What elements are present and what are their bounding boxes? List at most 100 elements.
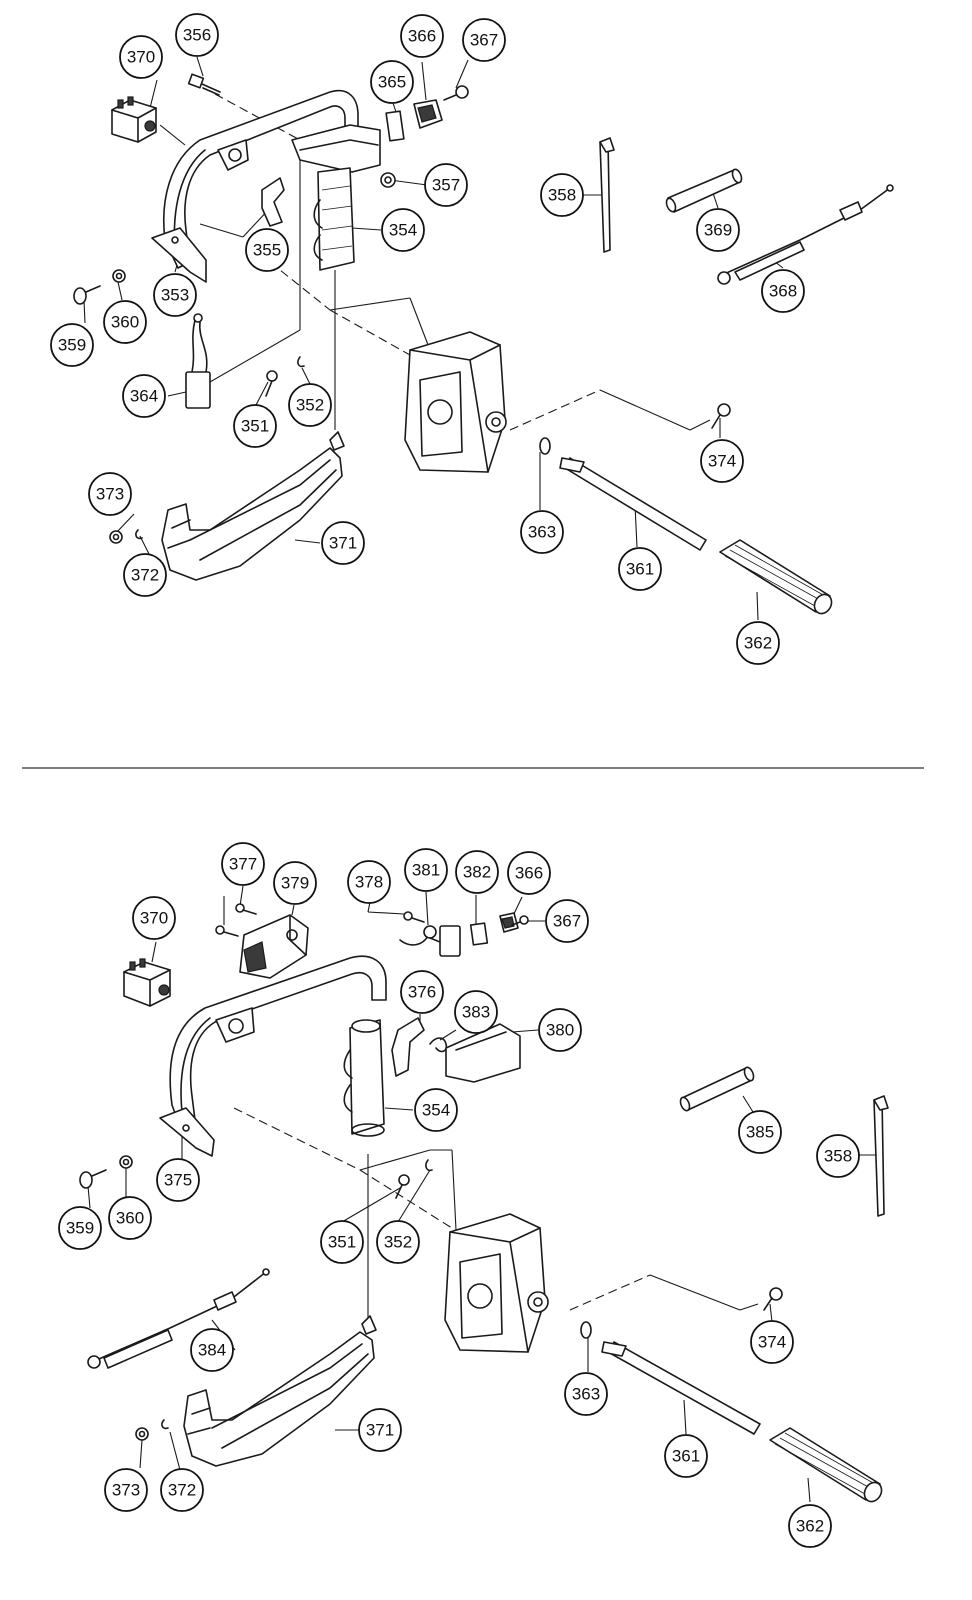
callout-lower-359: 359 xyxy=(58,1206,102,1250)
callout-circle xyxy=(761,269,805,313)
callout-number: 351 xyxy=(241,417,269,436)
callout-lower-373: 373 xyxy=(104,1468,148,1512)
callout-upper-366: 366 xyxy=(400,14,444,58)
callout-circle xyxy=(321,521,365,565)
callout-circle xyxy=(736,621,780,665)
callout-lower-383: 383 xyxy=(454,990,498,1034)
part-block-366-lower xyxy=(499,912,519,933)
part-bolt-374-lower xyxy=(763,1287,783,1311)
callout-upper-357: 357 xyxy=(424,163,468,207)
part-grip-362 xyxy=(719,539,833,615)
part-plate-382 xyxy=(469,922,489,946)
callout-lower-370: 370 xyxy=(132,896,176,940)
callout-number: 370 xyxy=(127,48,155,67)
part-screw-351 xyxy=(265,370,278,397)
part-plate-365 xyxy=(385,110,405,142)
callout-circle xyxy=(738,1110,782,1154)
callout-number: 376 xyxy=(408,983,436,1002)
callout-circle xyxy=(454,990,498,1034)
callout-upper-363: 363 xyxy=(520,510,564,554)
callout-upper-359: 359 xyxy=(50,323,94,367)
callout-upper-355: 355 xyxy=(245,228,289,272)
upper-assembly xyxy=(73,56,894,621)
callout-upper-374: 374 xyxy=(700,439,744,483)
callout-number: 359 xyxy=(66,1219,94,1238)
callout-circle xyxy=(122,374,166,418)
callout-lower-377: 377 xyxy=(221,842,265,886)
callout-number: 359 xyxy=(58,336,86,355)
part-clip-372 xyxy=(135,529,143,540)
part-hand-guard-371-lower xyxy=(183,1315,377,1467)
callout-number: 352 xyxy=(296,396,324,415)
callout-lower-384: 384 xyxy=(190,1328,234,1372)
callout-circle xyxy=(400,970,444,1014)
callout-lower-385: 385 xyxy=(738,1110,782,1154)
callout-number: 374 xyxy=(758,1333,786,1352)
callout-circle xyxy=(750,1320,794,1364)
part-grip-354 xyxy=(313,167,355,271)
callout-upper-352: 352 xyxy=(288,383,332,427)
callout-circle xyxy=(358,1408,402,1452)
callout-circle xyxy=(816,1134,860,1178)
callout-number: 352 xyxy=(384,1233,412,1252)
callout-upper-356: 356 xyxy=(175,13,219,57)
callout-circle xyxy=(50,323,94,367)
callout-number: 379 xyxy=(281,874,309,893)
part-screw-367-lower xyxy=(511,915,529,926)
part-cover-380 xyxy=(445,1023,521,1083)
callout-circle xyxy=(400,14,444,58)
callout-number: 369 xyxy=(704,221,732,240)
callout-number: 377 xyxy=(229,855,257,874)
part-cable-tie-358-lower xyxy=(873,1095,889,1217)
callout-number: 358 xyxy=(548,186,576,205)
callout-circle xyxy=(414,1088,458,1132)
callout-lower-381: 381 xyxy=(404,848,448,892)
callout-circle xyxy=(381,208,425,252)
callout-upper-370: 370 xyxy=(119,35,163,79)
callout-upper-364: 364 xyxy=(122,374,166,418)
callout-circle xyxy=(370,60,414,104)
callout-circle xyxy=(376,1220,420,1264)
part-screw-367 xyxy=(443,85,469,101)
callout-number: 356 xyxy=(183,26,211,45)
callout-upper-351: 351 xyxy=(233,404,277,448)
callout-upper-354: 354 xyxy=(381,208,425,252)
part-screw-378 xyxy=(403,911,425,923)
callout-upper-362: 362 xyxy=(736,621,780,665)
part-switch-block-lower xyxy=(123,958,171,1007)
callout-number: 362 xyxy=(744,634,772,653)
part-throttle-cable-384 xyxy=(87,1268,270,1369)
part-bracket xyxy=(291,124,381,173)
callout-circle xyxy=(233,404,277,448)
part-gear-housing-lower xyxy=(444,1213,549,1353)
callout-circle xyxy=(108,1196,152,1240)
part-handle-frame-375 xyxy=(159,955,387,1157)
callout-circle xyxy=(123,553,167,597)
callout-circle xyxy=(696,208,740,252)
part-bolt-356 xyxy=(187,73,221,96)
part-washer-363-lower xyxy=(580,1321,592,1339)
callout-circle xyxy=(175,13,219,57)
callout-number: 354 xyxy=(389,221,417,240)
callout-circle xyxy=(520,510,564,554)
callout-circle xyxy=(540,173,584,217)
callout-lower-360: 360 xyxy=(108,1196,152,1240)
callout-lower-371: 371 xyxy=(358,1408,402,1452)
part-sleeve-369 xyxy=(665,168,743,213)
callout-number: 382 xyxy=(463,863,491,882)
callout-number: 351 xyxy=(328,1233,356,1252)
callout-circle xyxy=(538,1008,582,1052)
callout-upper-372: 372 xyxy=(123,553,167,597)
callout-upper-369: 369 xyxy=(696,208,740,252)
callout-upper-368: 368 xyxy=(761,269,805,313)
callout-circle xyxy=(132,896,176,940)
callout-circle xyxy=(156,1158,200,1202)
callout-circle xyxy=(545,899,589,943)
callout-number: 363 xyxy=(572,1385,600,1404)
callout-lower-372: 372 xyxy=(160,1468,204,1512)
callout-lower-354: 354 xyxy=(414,1088,458,1132)
part-screw-351-lower xyxy=(395,1174,410,1199)
callout-number: 361 xyxy=(626,560,654,579)
part-washer-363 xyxy=(539,437,551,455)
callout-upper-371: 371 xyxy=(321,521,365,565)
